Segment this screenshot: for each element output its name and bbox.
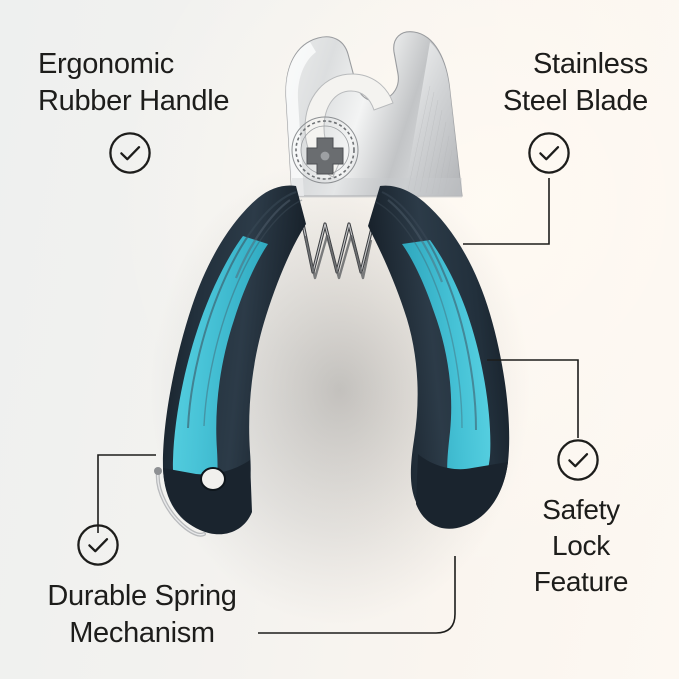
callout-ergonomic-rubber-handle: Ergonomic Rubber Handle (38, 46, 278, 120)
handle-right (368, 185, 510, 529)
safety-lock-wire (154, 467, 206, 537)
connector-durable-spring (258, 556, 456, 634)
callout-label-safety-lock-feature: Safety Lock Feature (533, 494, 629, 597)
callout-durable-spring-mechanism: Durable Spring Mechanism (14, 578, 270, 652)
spring-mechanism (301, 222, 375, 280)
callout-stainless-steel-blade: Stainless Steel Blade (432, 46, 648, 120)
callout-label-stainless-steel-blade: Stainless Steel Blade (502, 48, 648, 118)
connector-safety-lock (487, 359, 579, 438)
handle-left (154, 185, 306, 537)
check-circle-icon-durable-spring-mechanism (76, 523, 120, 567)
connector-stainless-steel-blade (463, 178, 550, 245)
callout-label-ergonomic-rubber-handle: Ergonomic Rubber Handle (38, 48, 230, 118)
check-circle-icon-stainless-steel-blade (527, 131, 571, 175)
connector-bottom-left (97, 454, 156, 533)
callout-safety-lock-feature: Safety Lock Feature (500, 492, 662, 599)
check-circle-icon-safety-lock-feature (556, 438, 600, 482)
callout-label-durable-spring-mechanism: Durable Spring Mechanism (47, 580, 237, 650)
check-circle-icon-ergonomic-rubber-handle (108, 131, 152, 175)
blade-medallion (291, 116, 359, 184)
